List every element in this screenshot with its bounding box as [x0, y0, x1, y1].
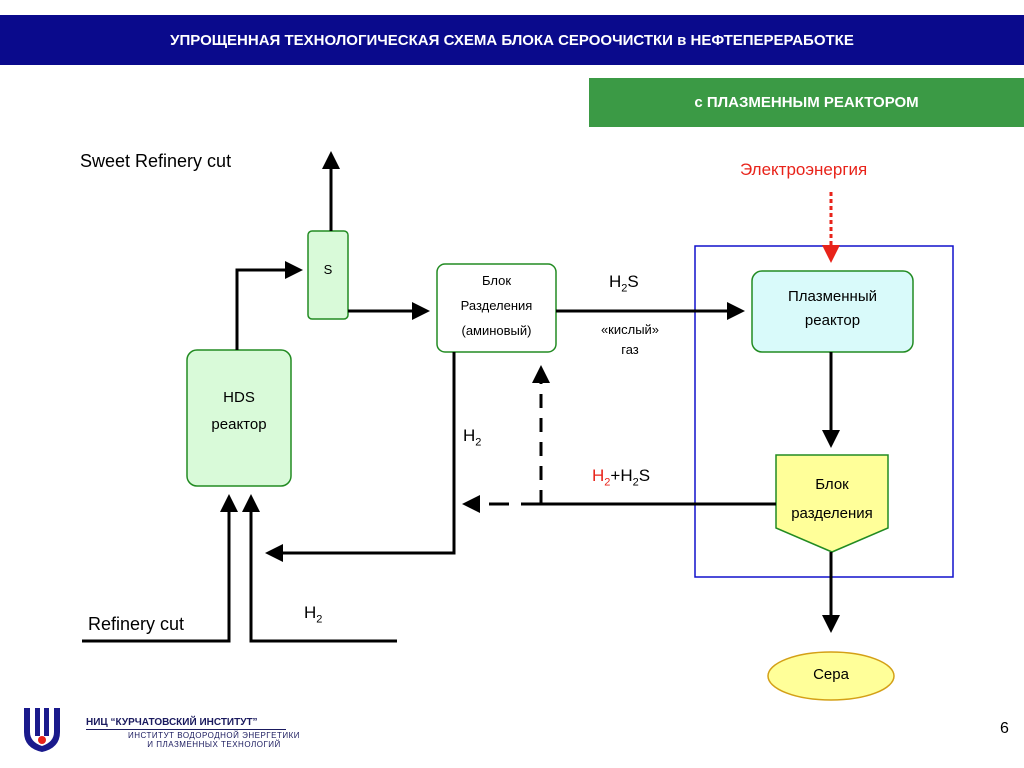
amine-label-line3: (аминовый) [461, 323, 532, 338]
sulfur-text: Сера [813, 666, 849, 683]
refinery-cut-label: Refinery cut [88, 614, 185, 634]
s-box-label: S [308, 262, 348, 277]
header-bar: УПРОЩЕННАЯ ТЕХНОЛОГИЧЕСКАЯ СХЕМА БЛОКА С… [0, 15, 1024, 65]
subheader-banner: с ПЛАЗМЕННЫМ РЕАКТОРОМ [589, 78, 1024, 127]
h2-h2s-label: H2+H2S [592, 466, 651, 489]
arrow-h2-recycle [265, 352, 456, 562]
acid-gas-line1: «кислый» [600, 322, 660, 337]
subheader-label: с ПЛАЗМЕННЫМ РЕАКТОРОМ [694, 94, 919, 111]
page-title: УПРОЩЕННАЯ ТЕХНОЛОГИЧЕСКАЯ СХЕМА БЛОКА С… [170, 31, 854, 49]
h2-bottom-label: H2 [304, 603, 323, 626]
arrow-refinery-cut [82, 494, 238, 643]
separation-label-line2: разделения [791, 505, 873, 522]
sulfur-label: Сера [768, 666, 894, 683]
plasma-label-line2: реактор [804, 312, 861, 329]
separation-box-label: Блок разделения [776, 470, 888, 528]
s-box [307, 230, 349, 320]
hds-reactor-label: HDS реактор [187, 384, 291, 438]
arrow-hds-to-s [235, 261, 303, 350]
amine-separation-box [436, 263, 557, 353]
s-label: S [323, 262, 333, 277]
amine-label-line1: Блок [481, 273, 512, 288]
arrow-h2-feed [242, 494, 397, 643]
sweet-refinery-cut-label: Sweet Refinery cut [80, 151, 232, 171]
hds-label-line2: реактор [211, 416, 267, 433]
hds-reactor-box [186, 349, 292, 487]
hds-label-line1: HDS [223, 389, 255, 406]
institute-subtitle-line2: И ПЛАЗМЕННЫХ ТЕХНОЛОГИЙ [147, 740, 281, 749]
acid-gas-line2: газ [621, 342, 639, 357]
institute-name: НИЦ “КУРЧАТОВСКИЙ ИНСТИТУТ” [86, 717, 258, 728]
kurchatov-logo-icon [24, 708, 60, 752]
electro-label: Электроэнергия [740, 160, 868, 179]
plasma-box-label: Плазменный реактор [752, 285, 913, 333]
footer-divider [86, 729, 286, 730]
sulfur-ellipse [767, 651, 895, 701]
h2s-label: H2S [609, 272, 639, 295]
amine-box-label: Блок Разделения (аминовый) [437, 268, 556, 343]
plasma-label-line1: Плазменный [788, 288, 877, 305]
acid-gas-label: «кислый» газ [580, 320, 680, 360]
page-number: 6 [1000, 720, 1009, 737]
h2-mid-label: H2 [463, 426, 482, 449]
amine-label-line2: Разделения [460, 298, 533, 313]
institute-subtitle-line1: ИНСТИТУТ ВОДОРОДНОЙ ЭНЕРГЕТИКИ [128, 731, 301, 740]
separation-label-line1: Блок [815, 476, 849, 493]
separation-box [775, 454, 889, 553]
institute-subtitle: ИНСТИТУТ ВОДОРОДНОЙ ЭНЕРГЕТИКИ И ПЛАЗМЕН… [128, 731, 300, 749]
